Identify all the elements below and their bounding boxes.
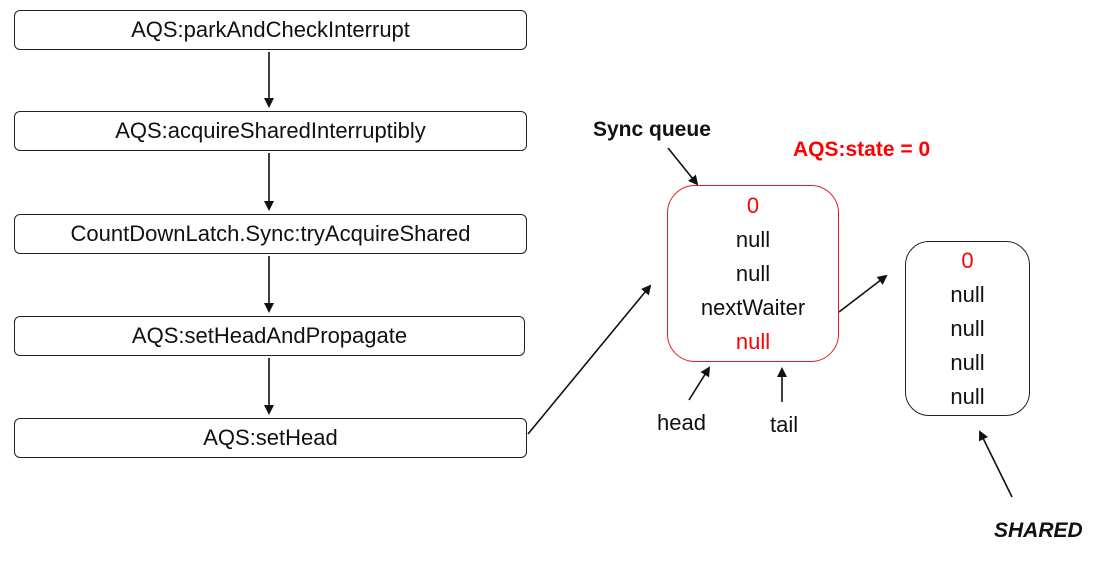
head-node-wait-status: 0 [746,192,760,218]
aqs-state-label: AQS:state = 0 [793,138,931,161]
arrow-shared-pointer [979,430,1013,498]
arrow-sethead-to-node [527,284,652,435]
head-node-next-waiter: null [735,328,771,354]
head-node-prev: null [735,226,771,252]
shared-node-wait-status: 0 [961,247,974,273]
call-step-acquire-shared-interruptibly: AQS:acquireSharedInterruptibly [14,111,527,151]
arrow-syncqueue-to-node [667,147,699,186]
tail-pointer-label: tail [770,412,799,437]
shared-node: 0 null null null null [905,241,1030,416]
shared-node-field-4: null [950,349,985,375]
call-step-park-and-check-interrupt: AQS:parkAndCheckInterrupt [14,10,527,50]
shared-node-field-5: null [950,383,985,409]
call-step-set-head-and-propagate: AQS:setHeadAndPropagate [14,316,525,356]
shared-node-field-3: null [950,315,985,341]
shared-node-field-2: null [950,281,985,307]
shared-pointer-label: SHARED [994,519,1083,542]
head-pointer-label: head [657,410,706,435]
head-node-thread: null [735,260,771,286]
sync-queue-label: Sync queue [593,118,711,141]
arrow-head-pointer [688,366,711,401]
call-step-set-head: AQS:setHead [14,418,527,458]
arrow-node-to-shared [838,274,888,313]
queue-head-node: 0 null null nextWaiter null [667,185,839,362]
head-node-next-waiter-label: nextWaiter [700,294,806,320]
call-step-try-acquire-shared: CountDownLatch.Sync:tryAcquireShared [14,214,527,254]
